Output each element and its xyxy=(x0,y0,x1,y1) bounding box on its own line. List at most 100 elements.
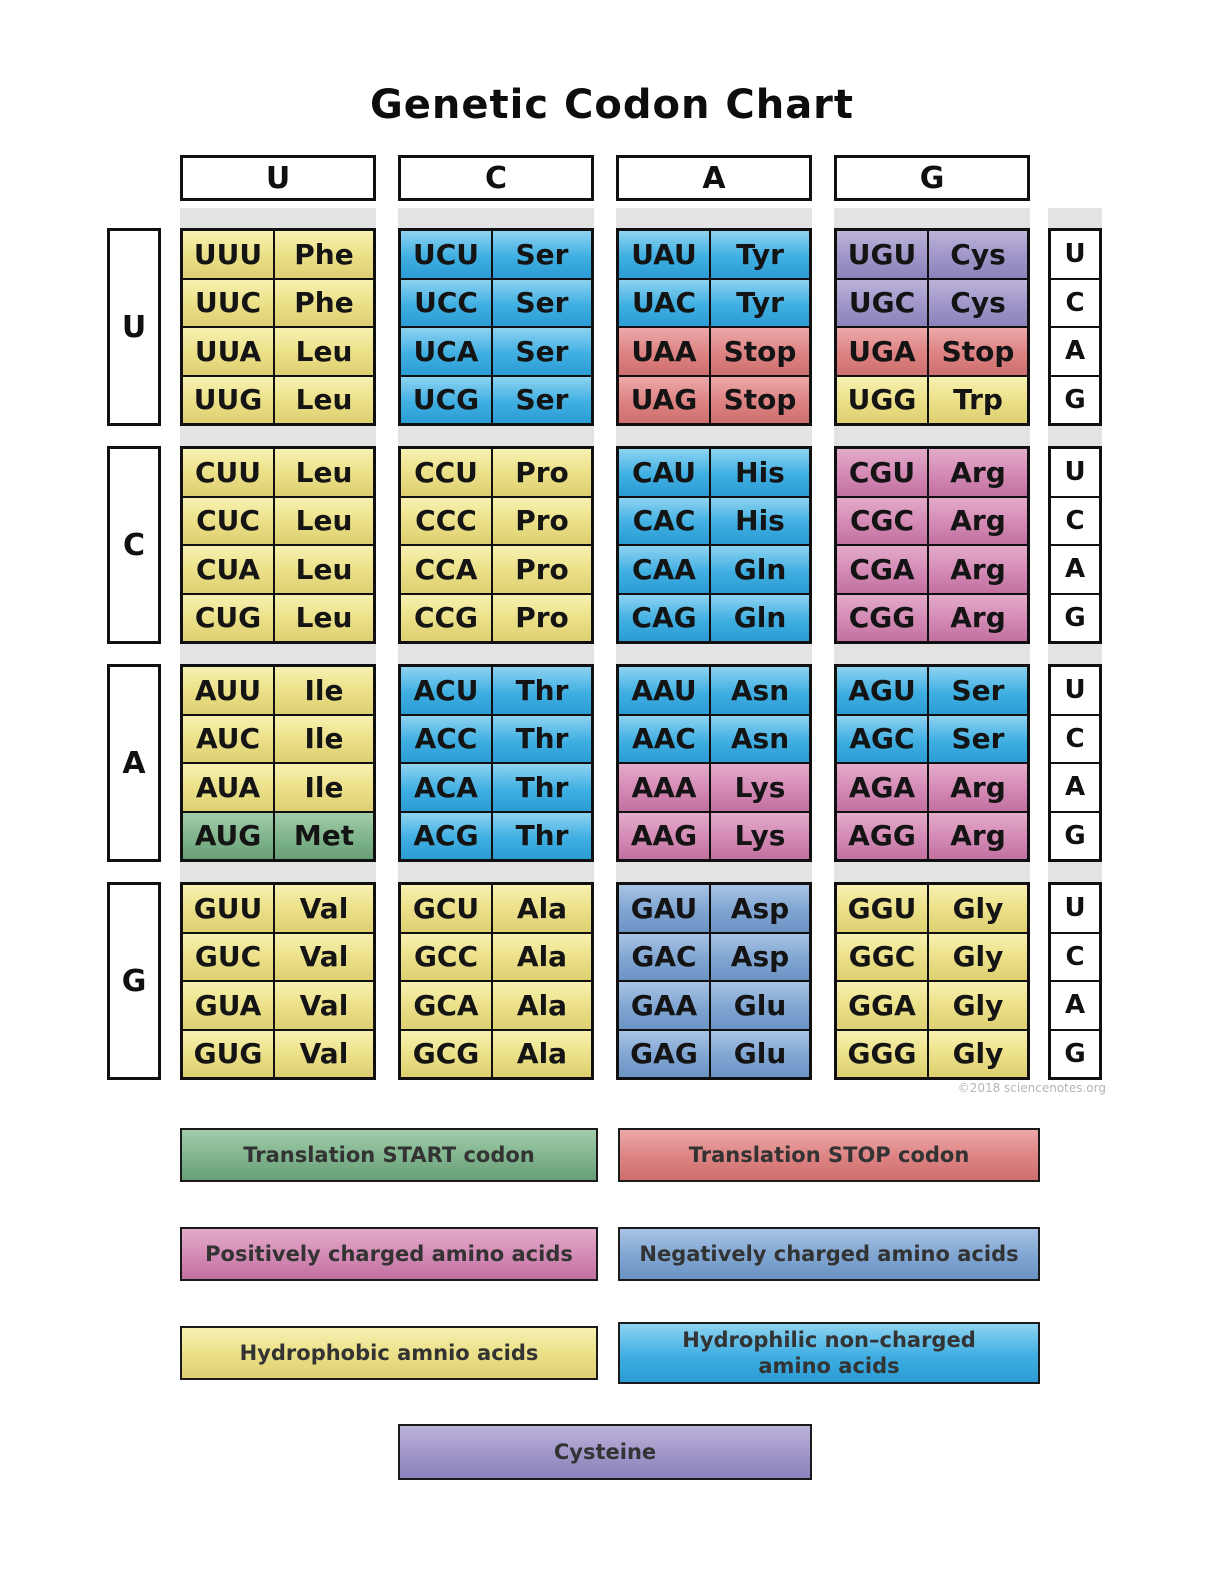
amino-acid-label: Ser xyxy=(515,383,569,417)
amino-acid-label: Thr xyxy=(515,770,569,804)
codon-label: AGA xyxy=(837,764,929,811)
codon-label: AUU xyxy=(183,667,275,714)
codon-label: CCA xyxy=(401,546,493,593)
amino-acid-label: Arg xyxy=(950,819,1006,853)
codon-label: AGC xyxy=(837,715,929,762)
codon-label: UUG xyxy=(183,376,275,423)
codon-label: CUG xyxy=(183,594,275,641)
amino-acid-label: Gly xyxy=(952,891,1004,925)
codon-label: GAA xyxy=(619,982,711,1029)
codon-row-GGG: GGG Gly xyxy=(837,1028,1027,1077)
codon-label: GCU xyxy=(401,885,493,932)
codon-label: UGC xyxy=(837,279,929,326)
amino-acid-label: Arg xyxy=(950,552,1006,586)
first-letter-header-U: U xyxy=(107,228,161,426)
codon-row-AGA: AGA Arg xyxy=(837,762,1027,811)
second-letter-header-A: A xyxy=(616,155,812,201)
codon-label: GAG xyxy=(619,1030,711,1077)
codon-label: CGC xyxy=(837,497,929,544)
codon-label: AUA xyxy=(183,764,275,811)
amino-acid-label: Pro xyxy=(515,504,569,538)
amino-acid-label: Gly xyxy=(952,940,1004,974)
codon-label: CAA xyxy=(619,546,711,593)
codon-row-AUA: AUA Ile xyxy=(183,762,373,811)
codon-label: UUU xyxy=(183,231,275,278)
amino-acid-label: Stop xyxy=(723,334,797,368)
first-letter-header-G: G xyxy=(107,882,161,1080)
legend-cysteine: Cysteine xyxy=(398,1424,812,1480)
amino-acid-label: Leu xyxy=(295,601,353,635)
legend-negative: Negatively charged amino acids xyxy=(618,1227,1040,1281)
second-letter-header-U: U xyxy=(180,155,376,201)
amino-acid-label: Asn xyxy=(730,673,790,707)
codon-label: UAA xyxy=(619,328,711,375)
codon-label: UAG xyxy=(619,376,711,423)
amino-acid-label: Cys xyxy=(950,286,1006,320)
codon-label: AAU xyxy=(619,667,711,714)
amino-acid-label: Gly xyxy=(952,988,1004,1022)
codon-label: UCU xyxy=(401,231,493,278)
third-letter-label: A xyxy=(1051,980,1099,1029)
amino-acid-label: Gln xyxy=(733,601,787,635)
codon-label: AAA xyxy=(619,764,711,811)
codon-label: CAG xyxy=(619,594,711,641)
page-title: Genetic Codon Chart xyxy=(369,82,855,128)
codon-label: CGA xyxy=(837,546,929,593)
amino-acid-label: Arg xyxy=(950,770,1006,804)
amino-acid-label: Asp xyxy=(730,940,790,974)
codon-label: AUC xyxy=(183,715,275,762)
codon-label: CUU xyxy=(183,449,275,496)
amino-acid-label: Tyr xyxy=(736,237,784,271)
amino-acid-label: Val xyxy=(299,940,349,974)
codon-label: UCC xyxy=(401,279,493,326)
amino-acid-label: Ser xyxy=(515,334,569,368)
codon-label: GCC xyxy=(401,933,493,980)
legend-hydrophobic: Hydrophobic amnio acids xyxy=(180,1326,598,1380)
codon-label: UGA xyxy=(837,328,929,375)
legend-stop: Translation STOP codon xyxy=(618,1128,1040,1182)
codon-label: CAU xyxy=(619,449,711,496)
codon-label: ACG xyxy=(401,812,493,859)
amino-acid-label: Ala xyxy=(516,940,568,974)
amino-acid-label: Ile xyxy=(304,770,344,804)
third-letter-label: G xyxy=(1051,810,1099,859)
codon-label: CUA xyxy=(183,546,275,593)
codon-label: GAU xyxy=(619,885,711,932)
amino-acid-label: Lys xyxy=(734,819,786,853)
codon-label: CCG xyxy=(401,594,493,641)
codon-label: GGG xyxy=(837,1030,929,1077)
amino-acid-label: Leu xyxy=(295,334,353,368)
amino-acid-label: Gly xyxy=(952,1037,1004,1071)
amino-acid-label: Gln xyxy=(733,552,787,586)
amino-acid-label: Cys xyxy=(950,237,1006,271)
amino-acid-label: Phe xyxy=(294,286,354,320)
third-letter-label: U xyxy=(1051,449,1099,496)
